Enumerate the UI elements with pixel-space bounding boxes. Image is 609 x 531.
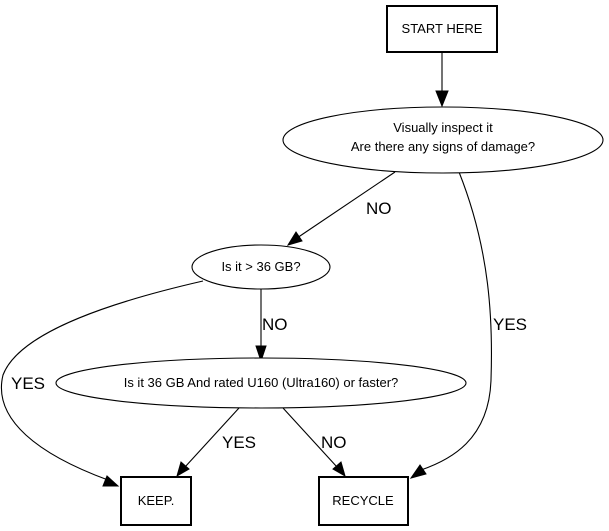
start-node: START HERE [386, 5, 498, 53]
recycle-node: RECYCLE [318, 476, 409, 526]
size-question-label: Is it > 36 GB? [221, 259, 300, 274]
inspect-node-line2: Are there any signs of damage? [351, 139, 535, 154]
edge-label-inspect-yes: YES [493, 315, 527, 334]
rating-question-node: Is it 36 GB And rated U160 (Ultra160) or… [55, 357, 467, 409]
edge-label-rating-no: NO [321, 433, 347, 452]
edge-label-inspect-no: NO [366, 199, 392, 218]
edge-start-to-inspect [435, 53, 449, 108]
edge-rating-to-keep [176, 407, 240, 478]
edge-inspect-to-size [286, 171, 396, 246]
edge-inspect-to-recycle [409, 171, 493, 479]
edge-label-rating-yes: YES [222, 433, 256, 452]
inspect-node-line1: Visually inspect it [393, 120, 493, 135]
keep-node-label: KEEP. [138, 493, 175, 508]
keep-node: KEEP. [120, 476, 192, 526]
edge-label-size-yes: YES [11, 374, 45, 393]
inspect-node: Visually inspect it Are there any signs … [282, 106, 604, 174]
rating-question-label: Is it 36 GB And rated U160 (Ultra160) or… [124, 375, 399, 390]
edge-size-to-keep [0, 280, 204, 487]
edge-rating-to-recycle [282, 407, 346, 478]
edge-label-size-no: NO [262, 315, 288, 334]
recycle-node-label: RECYCLE [332, 493, 394, 508]
size-question-node: Is it > 36 GB? [191, 244, 331, 290]
start-node-label: START HERE [402, 21, 483, 36]
edge-size-to-rating [255, 289, 267, 363]
